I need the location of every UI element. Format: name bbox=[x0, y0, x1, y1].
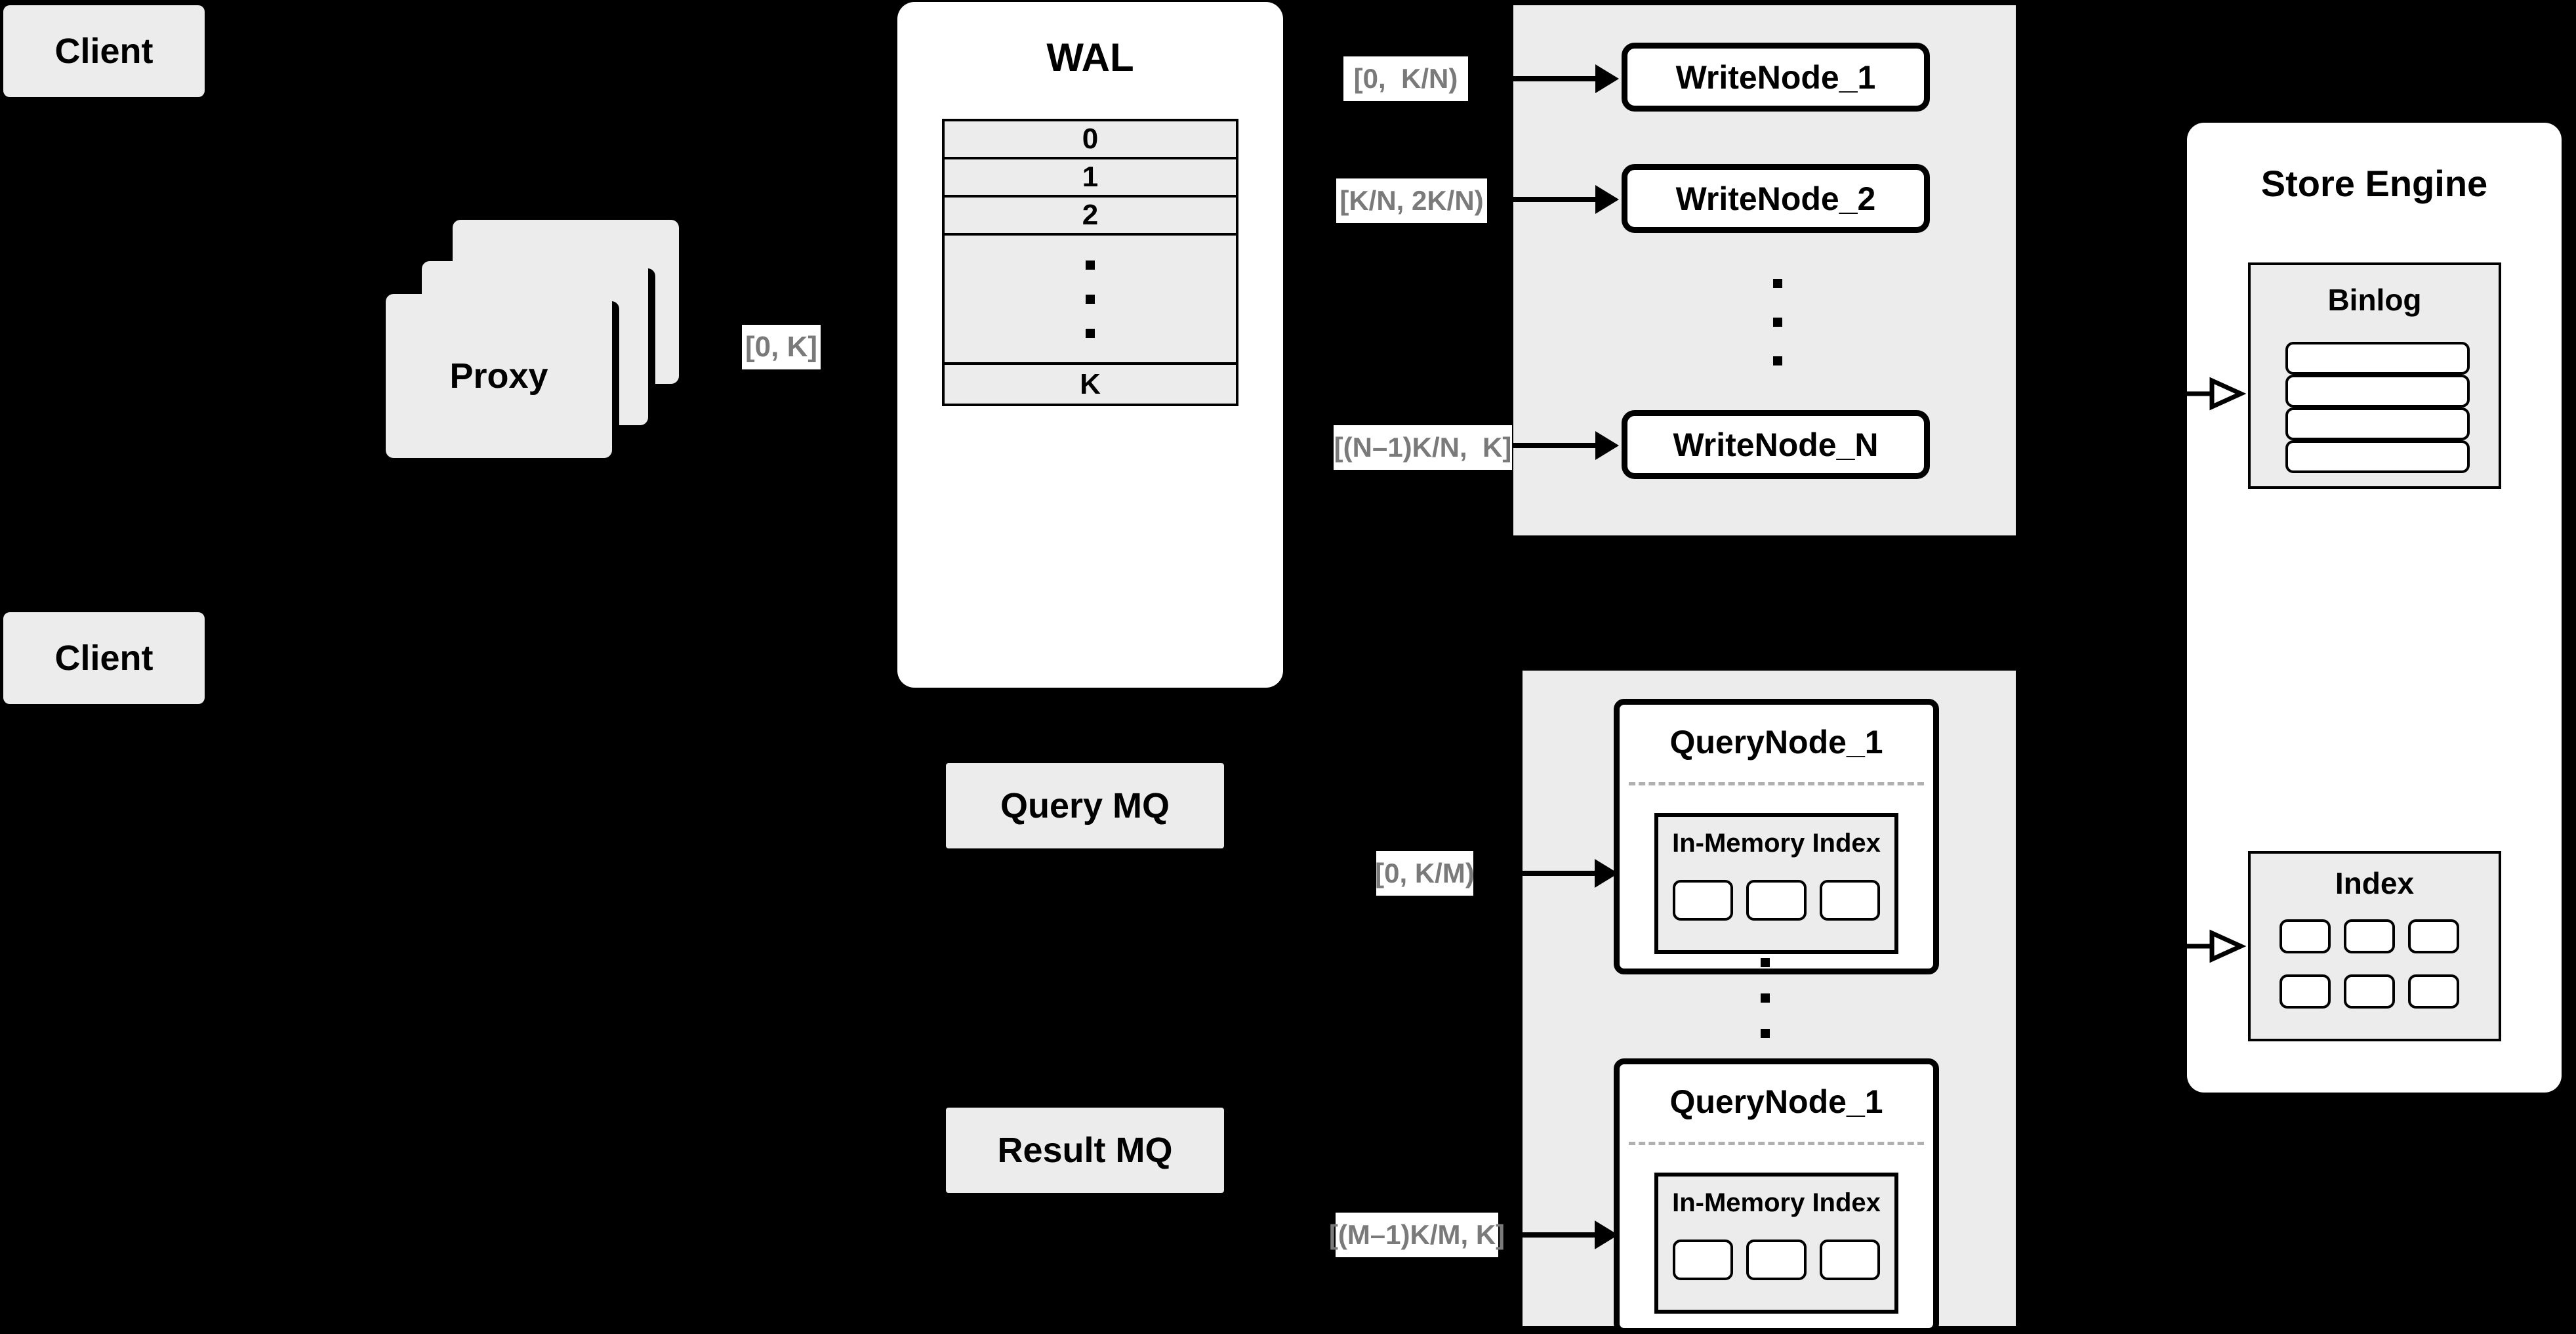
result-mq-box[interactable]: Result MQ bbox=[946, 1108, 1224, 1193]
write-ellipsis-dot-1 bbox=[1773, 279, 1782, 288]
client-label-1: Client bbox=[54, 31, 153, 71]
query-node-2-arrow-line bbox=[1523, 1232, 1595, 1238]
write-node-1-range-label: [0, K/N) bbox=[1343, 56, 1468, 101]
query-cluster-ellipsis bbox=[1759, 951, 1772, 1076]
wal-row-k[interactable]: K bbox=[942, 362, 1238, 406]
wal-ellipsis-dot-3 bbox=[1086, 328, 1095, 338]
index-cell-6[interactable] bbox=[2408, 974, 2459, 1009]
binlog-row-1[interactable] bbox=[2285, 342, 2470, 375]
wal-row-0[interactable]: 0 bbox=[942, 119, 1238, 157]
write-node-1-arrow-line bbox=[1513, 76, 1595, 81]
query-node-2[interactable]: QueryNode_1 In-Memory Index bbox=[1614, 1058, 1939, 1334]
query-ellipsis-dot-1 bbox=[1761, 958, 1770, 967]
query-node-2-range-label: [(M–1)K/M, K] bbox=[1329, 1213, 1505, 1257]
write-cluster-ellipsis bbox=[1771, 279, 1784, 371]
query-node-2-inmemory-index: In-Memory Index bbox=[1654, 1173, 1898, 1314]
proxy-range-label: [0, K] bbox=[742, 325, 821, 369]
wal-ellipsis-dot-1 bbox=[1086, 260, 1095, 270]
query-mq-box[interactable]: Query MQ bbox=[946, 763, 1224, 848]
wal-row-1-label: 1 bbox=[1082, 161, 1099, 193]
query-node-1-range-label: [0, K/M) bbox=[1375, 851, 1475, 896]
write-node-1[interactable]: WriteNode_1 bbox=[1622, 43, 1930, 112]
proxy-range-text: [0, K] bbox=[745, 331, 817, 363]
binlog-row-2[interactable] bbox=[2285, 375, 2470, 407]
write-node-2-range-text: [K/N, 2K/N) bbox=[1339, 185, 1484, 216]
write-ellipsis-dot-3 bbox=[1773, 356, 1782, 365]
query-node-2-range-text: [(M–1)K/M, K] bbox=[1328, 1219, 1505, 1250]
index-cell-4[interactable] bbox=[2280, 974, 2331, 1009]
wal-row-ellipsis bbox=[942, 233, 1238, 362]
query-node-2-arrow-head bbox=[1595, 1220, 1618, 1249]
wal-row-0-label: 0 bbox=[1082, 123, 1099, 155]
wal-row-1[interactable]: 1 bbox=[942, 157, 1238, 195]
query-node-1-index-cell-3[interactable] bbox=[1820, 880, 1880, 921]
proxy-box[interactable]: Proxy bbox=[386, 294, 612, 458]
query-ellipsis-dot-3 bbox=[1761, 1029, 1770, 1038]
query-node-2-index-cell-1[interactable] bbox=[1673, 1240, 1733, 1280]
write-node-1-arrow-head bbox=[1595, 64, 1619, 93]
write-node-n[interactable]: WriteNode_N bbox=[1622, 410, 1930, 479]
query-node-1-inmemory-title: In-Memory Index bbox=[1672, 829, 1881, 858]
index-cell-5[interactable] bbox=[2344, 974, 2395, 1009]
query-node-2-title: QueryNode_1 bbox=[1669, 1083, 1883, 1120]
write-node-n-arrow-head bbox=[1595, 431, 1619, 460]
query-node-1[interactable]: QueryNode_1 In-Memory Index bbox=[1614, 699, 1939, 974]
query-node-1-range-text: [0, K/M) bbox=[1375, 858, 1475, 888]
query-node-1-index-cell-1[interactable] bbox=[1673, 880, 1733, 921]
query-node-1-index-cell-2[interactable] bbox=[1746, 880, 1807, 921]
write-node-n-arrow-line bbox=[1513, 443, 1595, 448]
index-cell-2[interactable] bbox=[2344, 919, 2395, 953]
binlog-title: Binlog bbox=[2327, 283, 2422, 317]
index-title: Index bbox=[2335, 866, 2415, 900]
write-node-2[interactable]: WriteNode_2 bbox=[1622, 164, 1930, 233]
write-node-2-arrow-head bbox=[1595, 185, 1619, 214]
result-mq-label: Result MQ bbox=[997, 1131, 1173, 1170]
store-engine-title: Store Engine bbox=[2260, 163, 2488, 204]
index-cell-3[interactable] bbox=[2408, 919, 2459, 953]
query-node-2-index-cell-2[interactable] bbox=[1746, 1240, 1807, 1280]
wal-row-2[interactable]: 2 bbox=[942, 195, 1238, 233]
wal-ellipsis-dot-2 bbox=[1086, 294, 1095, 304]
index-inbound-arrow bbox=[2178, 929, 2247, 963]
wal-row-2-label: 2 bbox=[1082, 199, 1099, 231]
write-node-1-label: WriteNode_1 bbox=[1675, 58, 1876, 96]
query-ellipsis-dot-2 bbox=[1761, 993, 1770, 1003]
wal-title: WAL bbox=[1046, 35, 1134, 79]
binlog-row-3[interactable] bbox=[2285, 407, 2470, 440]
write-ellipsis-dot-2 bbox=[1773, 318, 1782, 327]
query-node-1-inmemory-index: In-Memory Index bbox=[1654, 813, 1898, 954]
write-node-2-range-label: [K/N, 2K/N) bbox=[1336, 178, 1487, 223]
write-node-1-range-text: [0, K/N) bbox=[1353, 63, 1458, 94]
index-cell-1[interactable] bbox=[2280, 919, 2331, 953]
write-node-2-arrow-line bbox=[1513, 197, 1595, 202]
client-label-2: Client bbox=[54, 638, 153, 678]
query-mq-label: Query MQ bbox=[1000, 786, 1170, 825]
proxy-label: Proxy bbox=[449, 356, 548, 396]
binlog-row-4[interactable] bbox=[2285, 440, 2470, 473]
client-box-1[interactable]: Client bbox=[3, 5, 205, 97]
binlog-inbound-arrow bbox=[2178, 377, 2247, 411]
query-node-1-title: QueryNode_1 bbox=[1669, 724, 1883, 761]
write-node-2-label: WriteNode_2 bbox=[1675, 180, 1876, 217]
query-node-2-separator bbox=[1629, 1142, 1924, 1145]
write-node-n-label: WriteNode_N bbox=[1673, 426, 1879, 463]
client-box-2[interactable]: Client bbox=[3, 612, 205, 704]
query-node-1-separator bbox=[1629, 782, 1924, 785]
binlog-box: Binlog bbox=[2248, 262, 2501, 489]
write-node-n-range-label: [(N–1)K/N, K] bbox=[1334, 425, 1512, 470]
query-node-1-arrow-head bbox=[1595, 859, 1618, 888]
wal-row-k-label: K bbox=[1080, 367, 1101, 400]
query-node-1-arrow-line bbox=[1523, 871, 1595, 876]
index-box: Index bbox=[2248, 851, 2501, 1041]
query-node-2-index-cell-3[interactable] bbox=[1820, 1240, 1880, 1280]
query-node-2-inmemory-title: In-Memory Index bbox=[1672, 1188, 1881, 1217]
write-node-n-range-text: [(N–1)K/N, K] bbox=[1334, 432, 1512, 463]
